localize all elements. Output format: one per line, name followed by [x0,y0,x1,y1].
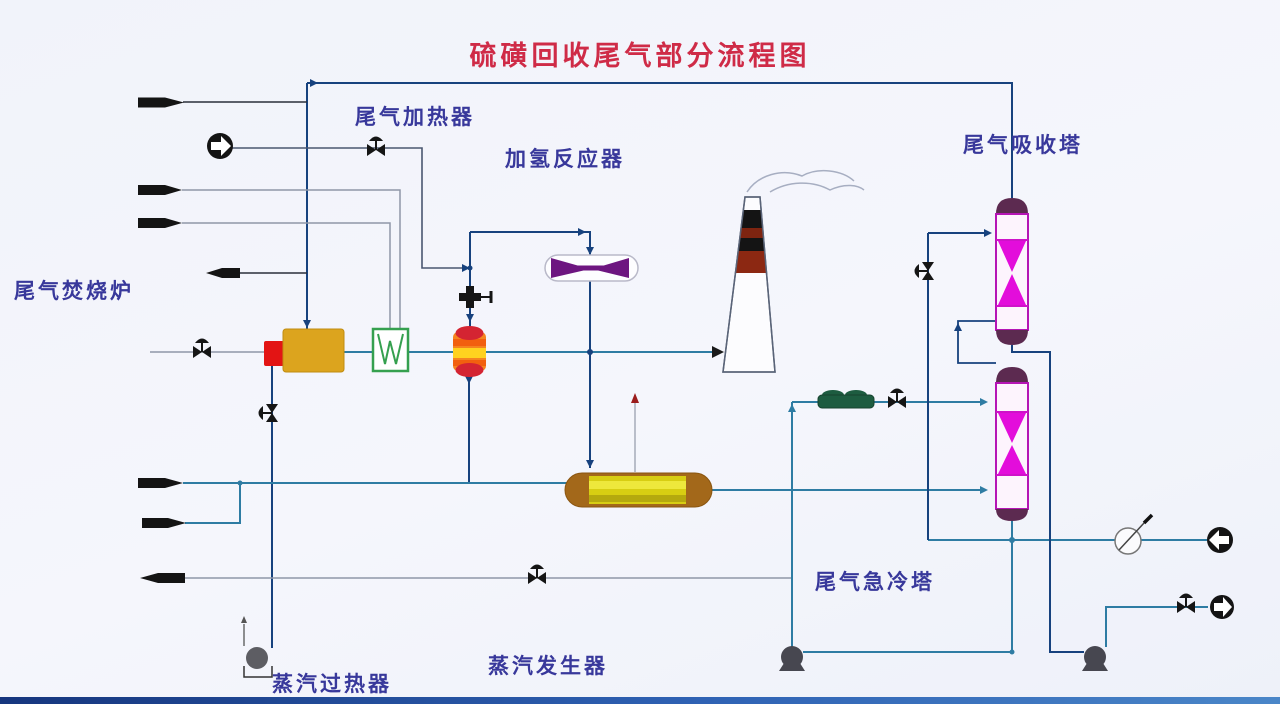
stream-arrows [138,97,240,583]
absorber-column-icon [995,198,1029,521]
flow-arrowheads [241,79,992,623]
pipe-top-header [307,82,1013,198]
connector-arrow-icon [1210,595,1234,619]
label-steam-generator: 蒸汽发生器 [488,655,608,678]
valve-icon [257,403,279,423]
label-steam-superheater: 蒸汽过热器 [272,673,392,696]
valve-icon [887,387,907,409]
heat-exchanger-w-icon [371,327,410,373]
label-tail-gas-absorber: 尾气吸收塔 [963,134,1083,157]
pipe-intersection-loop [957,320,996,364]
valve-icon [913,261,935,281]
stream-arrow-left-icon [140,573,185,583]
flue-stack-icon [722,196,776,373]
pipe-to-mixer [470,231,591,255]
burner-icon [264,341,284,366]
cross-valve-icon [459,286,493,308]
stream-arrow-icon [138,185,182,195]
pipe-feed-5 [185,483,241,524]
stream-arrow-icon [142,518,186,528]
label-hydrogenation-reactor: 加氢反应器 [505,148,625,171]
valve-icon [192,337,212,359]
pipe-junctions [237,265,1015,655]
bottom-edge-bar [0,697,1280,704]
steam-vent-arrow [631,393,639,403]
connector-circles [207,133,1234,619]
quench-pump-icon [779,646,805,671]
label-tail-gas-incinerator: 尾气焚烧炉 [14,280,134,303]
connector-arrow-icon [207,133,233,159]
pipe-feed-2 [182,189,401,330]
label-tail-gas-heater: 尾气加热器 [355,106,475,129]
diagram-title: 硫磺回收尾气部分流程图 [469,41,811,71]
flow-instrument-icon [1114,513,1154,555]
valve-icon [1176,592,1196,614]
hydrogenation-reactor-icon [453,326,486,377]
valves [192,135,1196,614]
smoke-icon [746,169,865,193]
valve-icon [366,135,386,157]
piping-lines [150,82,1208,678]
solvent-pump-icon [1082,646,1108,671]
pipe-upper-draw [1011,345,1084,653]
air-cooler-icon [817,390,875,409]
stream-arrow-left-icon [206,268,240,278]
label-tail-gas-quench-tower: 尾气急冷塔 [815,571,935,594]
pipe-connector-branch [232,147,462,269]
stream-arrow-icon [138,97,184,108]
steam-generator-drum-icon [564,472,713,508]
stream-arrow-icon [138,218,182,228]
incinerator-furnace-icon [264,328,345,373]
inline-mixer-icon [544,254,639,282]
connector-arrow-left-icon [1207,527,1233,553]
stream-arrow-icon [138,478,183,488]
valve-icon [527,563,547,585]
pipe-pump-discharge [1105,606,1208,647]
superheater-bracket [243,666,273,678]
pipe-feed-3 [182,222,391,330]
steam-superheater-pump-icon [246,647,268,669]
